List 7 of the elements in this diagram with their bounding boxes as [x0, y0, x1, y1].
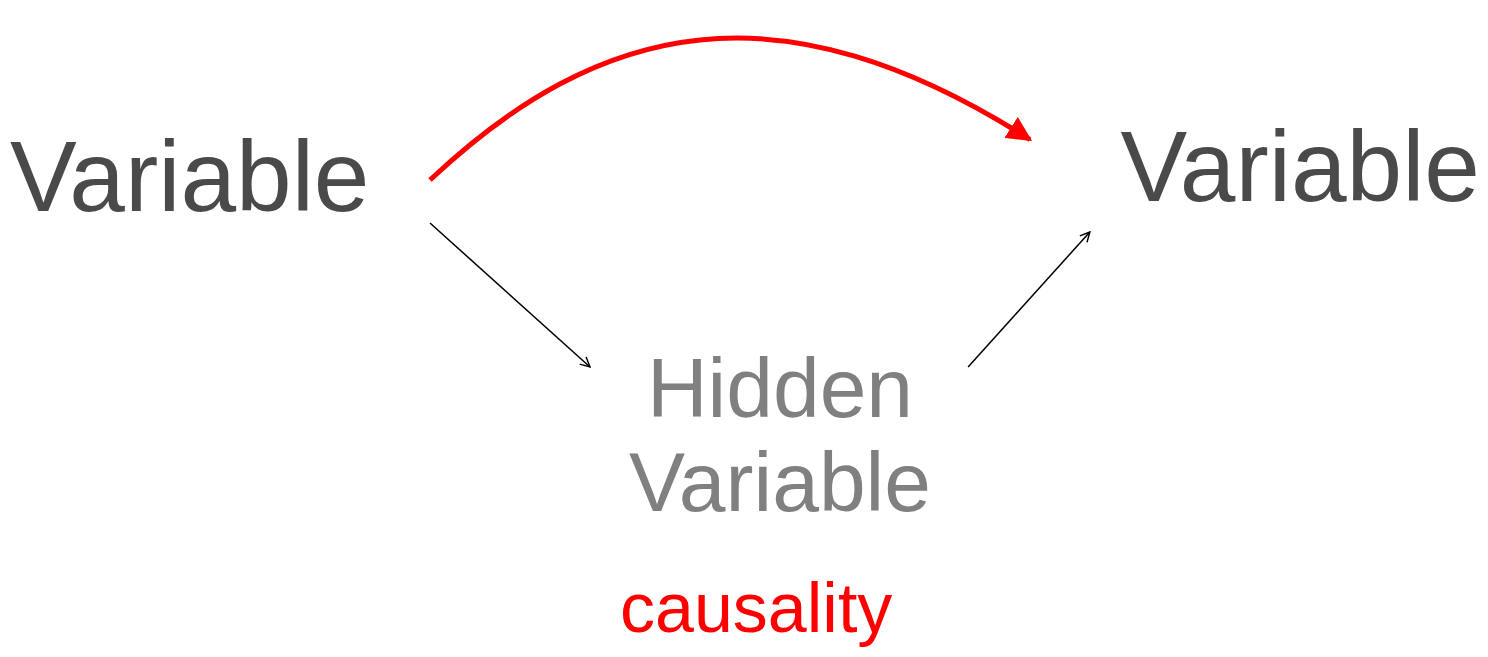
arrow: [967, 231, 1091, 368]
annotation-text: causality: [620, 568, 893, 649]
node-text: Hidden Variable: [628, 340, 932, 530]
arrow: [429, 222, 591, 368]
arrow: [428, 35, 1033, 182]
node-text: Variable: [1120, 110, 1480, 222]
node-text: Variable: [10, 120, 370, 232]
